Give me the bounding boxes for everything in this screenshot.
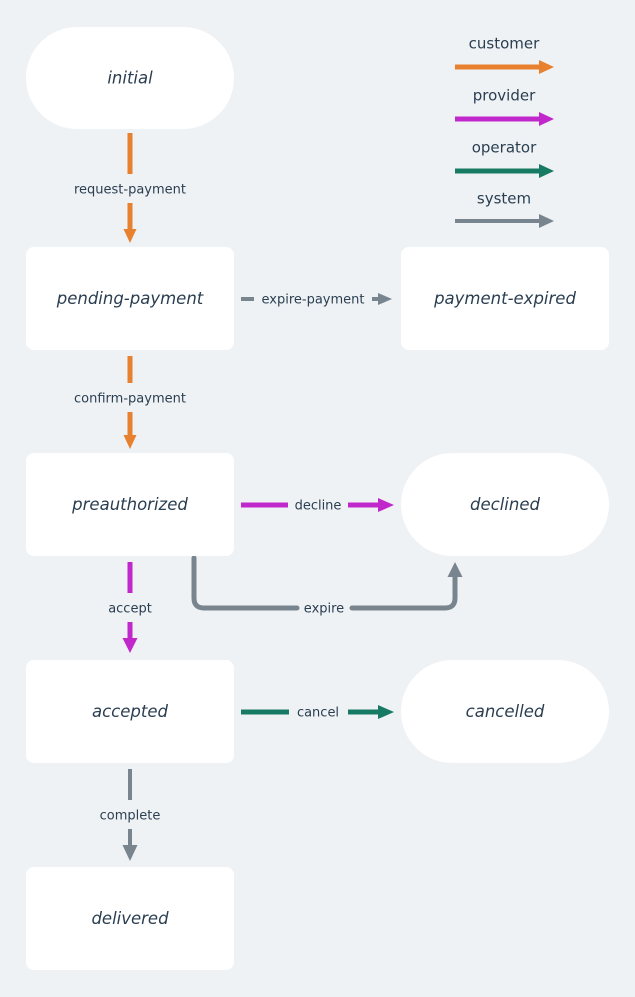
legend-item-provider: provider — [455, 87, 554, 126]
transition-label: complete — [100, 809, 161, 824]
legend-arrowhead — [539, 112, 554, 126]
transition-label: expire — [304, 602, 344, 617]
transition-arrowhead — [378, 498, 394, 512]
state-node-label: accepted — [92, 702, 169, 721]
legend-item-customer: customer — [455, 35, 554, 74]
transition-arrowhead — [123, 435, 137, 449]
state-node-shape — [401, 247, 609, 350]
transition-expire[interactable]: expire — [191, 555, 463, 617]
state-node-declined[interactable]: declined — [401, 453, 609, 556]
state-node-payment-expired[interactable]: payment-expired — [401, 247, 609, 350]
edges-layer: request-payment expire-payment confirm-pay… — [74, 133, 463, 861]
legend-item-operator: operator — [455, 139, 554, 178]
state-node-label: initial — [107, 69, 153, 88]
legend-arrowhead — [539, 214, 554, 228]
state-node-preauthorized[interactable]: preauthorized — [26, 453, 234, 556]
legend-item-label: provider — [473, 87, 536, 105]
transition-arrowhead — [122, 845, 138, 861]
transition-arrowhead — [378, 705, 394, 719]
state-node-shape — [401, 453, 609, 556]
transition-arrowhead — [123, 229, 137, 243]
state-node-shape — [26, 660, 234, 763]
state-node-shape — [26, 453, 234, 556]
transition-line-2 — [349, 570, 458, 611]
transition-complete[interactable]: complete — [100, 769, 161, 861]
legend-item-label: customer — [469, 35, 540, 53]
legend-item-system: system — [455, 190, 554, 228]
transition-label: expire-payment — [262, 293, 365, 308]
state-node-delivered[interactable]: delivered — [26, 867, 234, 970]
transition-arrowhead — [378, 293, 392, 305]
legend-layer: customer provider operator system — [455, 35, 554, 228]
transition-confirm-payment[interactable]: confirm-payment — [74, 356, 186, 449]
transition-label: accept — [108, 602, 152, 617]
transition-accept[interactable]: accept — [108, 562, 152, 653]
state-node-label: pending-payment — [56, 289, 204, 308]
legend-arrowhead — [539, 60, 554, 74]
state-node-label: payment-expired — [433, 289, 576, 308]
legend-item-label: system — [477, 190, 531, 208]
state-node-label: cancelled — [466, 702, 545, 721]
transition-label: confirm-payment — [74, 392, 186, 407]
transition-line-1 — [191, 555, 300, 611]
state-node-label: delivered — [91, 909, 169, 928]
transition-label: decline — [295, 499, 342, 514]
state-node-accepted[interactable]: accepted — [26, 660, 234, 763]
state-node-shape — [26, 247, 234, 350]
transition-arrowhead — [447, 562, 463, 577]
state-node-label: declined — [470, 495, 540, 514]
transition-decline[interactable]: decline — [241, 498, 394, 514]
state-node-initial[interactable]: initial — [26, 27, 234, 129]
transition-request-payment[interactable]: request-payment — [74, 133, 186, 243]
transition-cancel[interactable]: cancel — [241, 705, 394, 721]
state-node-shape — [26, 27, 234, 129]
transition-label: request-payment — [74, 183, 186, 198]
state-node-label: preauthorized — [71, 495, 188, 514]
transition-label: cancel — [297, 706, 339, 721]
legend-arrowhead — [539, 164, 554, 178]
transition-expire-payment[interactable]: expire-payment — [241, 293, 392, 308]
state-node-shape — [401, 660, 609, 763]
transition-arrowhead — [122, 638, 138, 653]
nodes-layer: initial pending-payment payment-expired pre… — [26, 27, 609, 970]
state-node-cancelled[interactable]: cancelled — [401, 660, 609, 763]
state-node-pending-payment[interactable]: pending-payment — [26, 247, 234, 350]
legend-item-label: operator — [472, 139, 537, 157]
state-node-shape — [26, 867, 234, 970]
